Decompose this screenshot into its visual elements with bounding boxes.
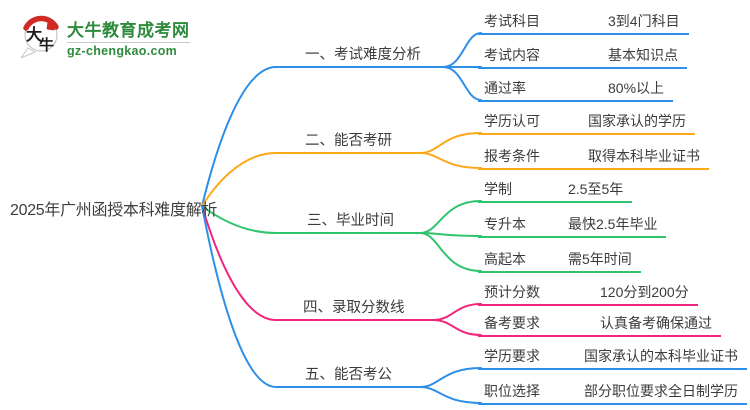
leaf-node: 通过率 80%以上	[478, 75, 674, 102]
leaf-field-value: 基本知识点	[608, 47, 678, 63]
leaf-node: 报考条件 取得本科毕业证书	[478, 143, 709, 170]
leaf-node: 预计分数 120分到200分	[478, 279, 698, 306]
leaf-field-value: 2.5至5年	[568, 181, 624, 197]
leaf-field-value: 最快2.5年毕业	[568, 216, 658, 232]
leaf-field-label: 报考条件	[484, 148, 540, 164]
site-domain[interactable]: gz-chengkao.com	[67, 44, 178, 58]
leaf-node: 备考要求 认真备考确保通过	[478, 310, 721, 337]
leaf-node: 学历要求 国家承认的本科毕业证书	[478, 343, 747, 370]
branch-label: 二、能否考研	[305, 133, 392, 149]
connector-line	[442, 66, 482, 101]
logo-char-top: 大	[26, 25, 42, 44]
leaf-field-label: 备考要求	[484, 315, 540, 331]
logo-text-block: 大牛教育成考网 gz-chengkao.com	[67, 12, 190, 58]
connector-line	[201, 205, 421, 234]
leaf-field-label: 学制	[484, 181, 512, 197]
leaf-field-label: 考试科目	[484, 13, 540, 29]
leaf-field-label: 高起本	[484, 251, 526, 267]
leaf-field-value: 认真备考确保通过	[600, 315, 712, 331]
connector-line	[201, 205, 434, 321]
connector-line	[419, 367, 482, 388]
connector-line	[419, 232, 482, 272]
leaf-field-value: 3到4门科目	[608, 13, 680, 29]
branch-label: 一、考试难度分析	[305, 47, 421, 63]
leaf-field-value: 部分职位要求全日制学历	[584, 383, 738, 399]
leaf-field-value: 国家承认的本科毕业证书	[584, 348, 738, 364]
leaf-field-value: 取得本科毕业证书	[588, 148, 700, 164]
branch-label: 四、录取分数线	[303, 300, 405, 316]
leaf-field-label: 学历要求	[484, 348, 540, 364]
connector-line	[419, 132, 482, 154]
leaf-node: 考试内容 基本知识点	[478, 42, 687, 69]
connector-line	[419, 386, 482, 404]
daniu-logo-icon: 大 牛	[20, 15, 59, 58]
branch-label: 三、毕业时间	[307, 213, 394, 229]
leaf-field-label: 考试内容	[484, 47, 540, 63]
leaf-node: 高起本 需5年时间	[478, 246, 641, 273]
leaf-node: 学制 2.5至5年	[478, 176, 633, 203]
leaf-node: 学历认可 国家承认的学历	[478, 108, 695, 135]
connector-line	[419, 152, 482, 169]
leaf-field-label: 通过率	[484, 80, 526, 96]
leaf-field-label: 职位选择	[484, 383, 540, 399]
connector-line	[419, 200, 482, 234]
connector-line	[442, 32, 482, 68]
site-logo[interactable]: 大 牛 大牛教育成考网 gz-chengkao.com	[18, 12, 190, 58]
leaf-field-label: 预计分数	[484, 284, 540, 300]
site-name[interactable]: 大牛教育成考网	[67, 21, 190, 40]
leaf-node: 考试科目 3到4门科目	[478, 8, 689, 35]
leaf-node: 专升本 最快2.5年毕业	[478, 211, 667, 238]
leaf-field-value: 国家承认的学历	[588, 113, 686, 129]
leaf-field-label: 学历认可	[484, 113, 540, 129]
leaf-field-value: 需5年时间	[568, 251, 632, 267]
connector-line	[201, 205, 421, 388]
branch-label: 五、能否考公	[305, 367, 392, 383]
logo-char-bottom: 牛	[39, 36, 54, 54]
connector-line	[201, 66, 444, 207]
connector-line	[432, 303, 482, 321]
connector-line	[201, 152, 421, 207]
leaf-node: 职位选择 部分职位要求全日制学历	[478, 378, 747, 405]
connector-line	[432, 319, 482, 336]
leaf-field-value: 80%以上	[608, 80, 665, 96]
logo-divider	[67, 42, 190, 43]
mindmap-root-topic: 2025年广州函授本科难度解析	[10, 202, 218, 219]
leaf-field-label: 专升本	[484, 216, 526, 232]
leaf-field-value: 120分到200分	[600, 284, 689, 300]
